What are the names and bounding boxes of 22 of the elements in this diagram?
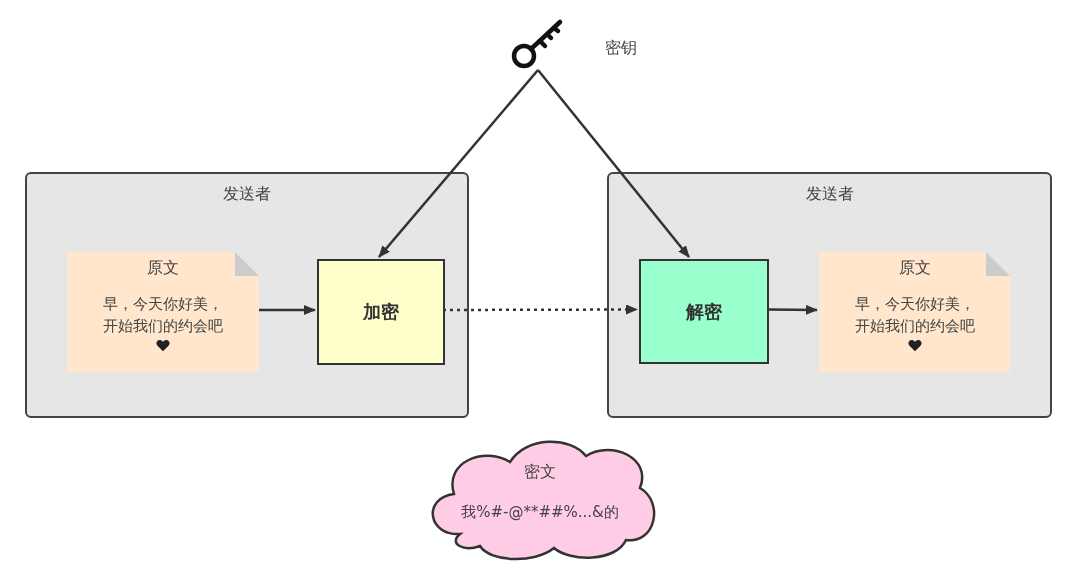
cloud-text: 我%#-@**##%...&的: [461, 503, 619, 522]
group-container: [25, 172, 469, 418]
note-text: 早，今天你好美，开始我们的约会吧: [853, 294, 976, 337]
process-box: [639, 259, 769, 364]
group-container: [607, 172, 1052, 418]
group-title: 发送者: [805, 184, 854, 205]
arrow: [257, 305, 316, 315]
arrow: [537, 69, 690, 258]
arrow: [378, 69, 539, 258]
process-box: [317, 259, 445, 365]
key-label: 密钥: [605, 38, 637, 59]
cloud-title: 密文: [524, 462, 556, 483]
process-label: 加密: [363, 300, 399, 324]
note-title: 原文: [898, 258, 931, 279]
note-title: 原文: [147, 258, 179, 279]
dotted-arrow: [443, 304, 638, 315]
note-card: [67, 252, 259, 372]
arrow: [767, 304, 818, 315]
note-text: 早，今天你好美，开始我们的约会吧: [102, 294, 224, 337]
note-card: [819, 252, 1010, 372]
process-label: 解密: [686, 299, 722, 324]
group-title: 发送者: [223, 184, 271, 205]
